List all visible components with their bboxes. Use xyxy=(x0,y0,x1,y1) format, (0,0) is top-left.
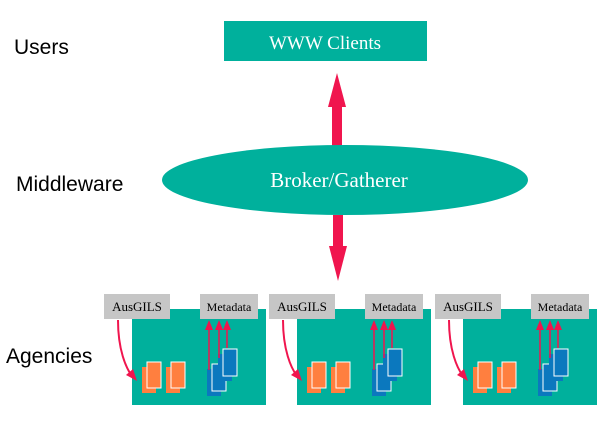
orange-doc xyxy=(146,361,162,389)
ausgils-tag xyxy=(269,294,335,319)
clients-broker-arrow xyxy=(328,73,346,146)
metadata-label: Metadata xyxy=(207,300,252,314)
ausgils-arrowhead xyxy=(126,369,137,381)
tier-label-agencies: Agencies xyxy=(6,345,92,368)
metadata-arrowhead xyxy=(554,320,562,330)
blue-doc xyxy=(387,348,403,377)
clients-broker-arrow-shaft xyxy=(332,96,342,146)
agency-units: AusGILS Metadata AusGILS Metadata AusGILS Met… xyxy=(104,294,597,405)
metadata-label: Metadata xyxy=(372,300,417,314)
ausgils-arrow xyxy=(282,319,298,377)
orange-doc xyxy=(311,361,327,389)
metadata-arrowhead xyxy=(388,320,396,330)
tier-label-middleware: Middleware xyxy=(16,173,123,196)
agency-unit: AusGILS Metadata xyxy=(269,294,431,405)
broker-gatherer-ellipse xyxy=(162,145,528,215)
metadata-label: Metadata xyxy=(538,300,583,314)
orange-doc xyxy=(477,361,493,389)
ausgils-arrowhead xyxy=(457,369,468,381)
orange-doc xyxy=(170,361,186,389)
tier-label-users: Users xyxy=(14,36,69,59)
broker-gatherer-node: Broker/Gatherer xyxy=(162,145,528,215)
metadata-arrowhead xyxy=(536,320,544,330)
metadata-arrowhead xyxy=(215,320,223,330)
ausgils-tag xyxy=(104,294,170,319)
blue-doc xyxy=(222,348,238,377)
ausgils-tag xyxy=(435,294,501,319)
metadata-arrowhead xyxy=(205,320,213,330)
ausgils-arrow xyxy=(117,319,133,377)
metadata-arrowhead xyxy=(380,320,388,330)
www-clients-node: WWW Clients xyxy=(224,21,427,61)
ausgils-arrowhead xyxy=(291,369,302,381)
www-clients-label: WWW Clients xyxy=(269,33,381,54)
broker-agencies-arrowhead xyxy=(329,246,347,281)
broker-agencies-arrow-shaft xyxy=(333,215,343,255)
metadata-tag xyxy=(365,294,423,319)
ausgils-label: AusGILS xyxy=(277,299,327,314)
ausgils-label: AusGILS xyxy=(443,299,493,314)
www-clients-box xyxy=(224,21,427,61)
metadata-arrowhead xyxy=(370,320,378,330)
blue-doc xyxy=(553,348,569,377)
metadata-arrowhead xyxy=(223,320,231,330)
ausgils-label: AusGILS xyxy=(112,299,162,314)
orange-doc xyxy=(335,361,351,389)
ausgils-arrow xyxy=(448,319,464,377)
agency-unit: AusGILS Metadata xyxy=(104,294,266,405)
metadata-tag xyxy=(200,294,258,319)
clients-broker-arrowhead xyxy=(328,73,346,107)
metadata-tag xyxy=(531,294,589,319)
broker-gatherer-label: Broker/Gatherer xyxy=(270,168,408,192)
agency-unit: AusGILS Metadata xyxy=(435,294,597,405)
orange-doc xyxy=(501,361,517,389)
broker-agencies-arrow xyxy=(329,215,347,281)
metadata-arrowhead xyxy=(546,320,554,330)
